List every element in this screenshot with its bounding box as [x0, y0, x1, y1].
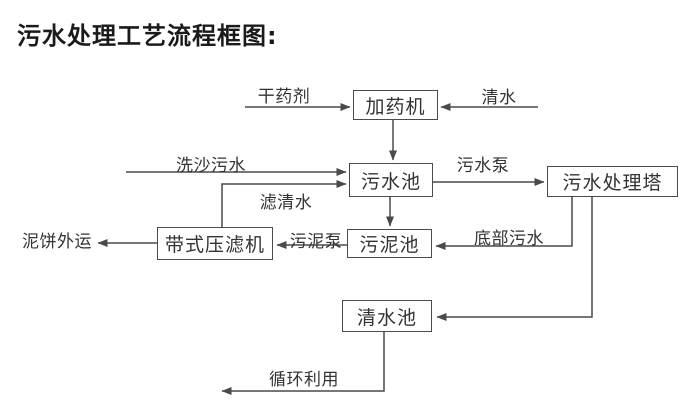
edge-label-sand-washing-sewage: 洗沙污水 — [176, 156, 246, 176]
node-clear-water-pool: 清水池 — [342, 300, 432, 332]
edge-label-clear-water: 清水 — [481, 88, 517, 108]
node-sludge-pool: 污泥池 — [347, 229, 432, 258]
edge-tower-to-clear-pool — [436, 197, 593, 321]
edge-tower-to-sludge-pool — [435, 197, 573, 250]
node-sewage-treatment-tower: 污水处理塔 — [547, 166, 678, 197]
edge-label-bottom-sewage: 底部污水 — [474, 229, 544, 249]
node-sewage-pool: 污水池 — [349, 163, 433, 197]
node-dosing-machine: 加药机 — [353, 90, 438, 120]
edge-label-mud-cake-out: 泥饼外运 — [22, 232, 92, 252]
edge-label-recycle: 循环利用 — [269, 370, 339, 390]
edge-label-sewage-pump: 污水泵 — [456, 156, 510, 176]
page-title: 污水处理工艺流程框图: — [17, 22, 278, 50]
edge-filtered-water-to-sewage-pool — [221, 180, 347, 227]
node-belt-filter-press: 带式压滤机 — [157, 227, 273, 260]
edge-clear-pool-to-recycle — [221, 332, 385, 395]
edge-label-filtered-water: 滤清水 — [259, 193, 313, 213]
edge-label-dry-chemical: 干药剂 — [257, 87, 311, 107]
edge-label-sludge-pump: 污泥泵 — [289, 232, 343, 252]
